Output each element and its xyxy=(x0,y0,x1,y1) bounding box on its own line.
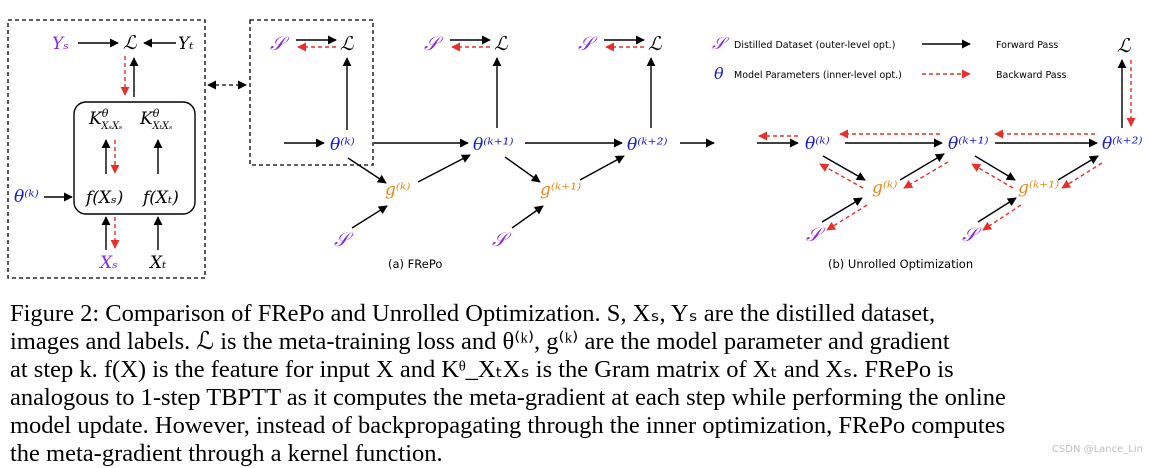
label-f-Xt: f(Xₜ) xyxy=(141,188,179,208)
label-L-a2: ℒ xyxy=(494,33,509,55)
label-S-b1: 𝒮 xyxy=(806,224,826,246)
arrow-g-k1-to-theta-k2 xyxy=(579,155,625,181)
legend-params-label: Model Parameters (inner-level opt.) xyxy=(734,70,902,81)
legend-forward-label: Forward Pass xyxy=(996,40,1058,51)
frepo-highlight-box xyxy=(249,19,374,166)
arrow-S-to-g-k-a xyxy=(351,205,388,229)
caption-line-4: analogous to 1-step TBPTT as it computes… xyxy=(10,384,1006,411)
forward-g-k1-to-theta-k2-b xyxy=(1057,155,1099,181)
label-Xs: Xₛ xyxy=(98,253,118,273)
label-g-k-b: g⁽ᵏ⁾ xyxy=(872,178,897,198)
arrow-S-to-g-k1-a xyxy=(511,205,544,229)
arrow-g-k-to-theta-k1 xyxy=(417,154,471,183)
arrow-theta-k-to-g-k xyxy=(347,157,387,184)
label-f-Xs: f(Xₛ) xyxy=(84,188,123,208)
label-g-k-a: g⁽ᵏ⁾ xyxy=(385,180,410,200)
legend-theta-symbol: θ xyxy=(714,64,724,83)
backward-g-k-to-S-b xyxy=(826,204,868,231)
label-g-k1-b: g⁽ᵏ⁺¹⁾ xyxy=(1018,178,1059,198)
kernel-panel-border xyxy=(7,19,206,279)
label-theta-k-b: θ⁽ᵏ⁾ xyxy=(805,134,830,154)
caption-line-6: the meta-gradient through a kernel funct… xyxy=(10,440,443,467)
backward-g-k1-to-theta-k1-b xyxy=(971,163,1014,189)
label-S-a-bottom2: 𝒮 xyxy=(492,229,512,251)
label-L-kernel: ℒ xyxy=(123,32,138,54)
backward-g-k-to-theta-k-b xyxy=(819,163,864,189)
label-Ys: Yₛ xyxy=(52,34,69,54)
label-theta-k1-b: θ⁽ᵏ⁺¹⁾ xyxy=(948,134,989,154)
label-S-a3: 𝒮 xyxy=(578,33,598,55)
caption-line-3: at step k. f(X) is the feature for input… xyxy=(10,356,954,383)
subcaption-a: (a) FRePo xyxy=(388,257,442,271)
label-Yt: Yₜ xyxy=(178,34,194,54)
caption-line-5: model update. However, instead of backpr… xyxy=(10,412,1006,439)
caption-line-2: images and labels. ℒ is the meta-trainin… xyxy=(10,328,950,355)
label-theta-k-a: θ⁽ᵏ⁾ xyxy=(330,135,355,155)
forward-theta-k1-to-g-k1-b xyxy=(974,155,1016,181)
label-S-a-bottom1: 𝒮 xyxy=(334,229,354,251)
forward-S-to-g-k-b xyxy=(821,197,863,223)
label-L-b: ℒ xyxy=(1117,35,1132,57)
label-theta-k2-a: θ⁽ᵏ⁺²⁾ xyxy=(627,135,668,155)
label-g-k1-a: g⁽ᵏ⁺¹⁾ xyxy=(540,180,581,200)
backward-theta-k1-to-g-k-b xyxy=(903,161,949,189)
forward-S-to-g-k1-b xyxy=(977,197,1017,223)
figure-caption: Figure 2: Comparison of FRePo and Unroll… xyxy=(10,300,1146,468)
legend-S-symbol: 𝒮 xyxy=(712,34,730,54)
arrow-theta-k1-to-g-k1 xyxy=(504,156,541,183)
subcaption-b: (b) Unrolled Optimization xyxy=(828,257,973,271)
label-theta-k-kernel: θ⁽ᵏ⁾ xyxy=(14,187,39,207)
forward-theta-k-to-g-k-b xyxy=(822,155,866,181)
legend-backward-label: Backward Pass xyxy=(996,70,1067,81)
label-S-b2: 𝒮 xyxy=(962,224,982,246)
label-L-a1: ℒ xyxy=(340,33,355,55)
kernel-inner-box xyxy=(73,101,196,215)
label-L-a3: ℒ xyxy=(648,33,663,55)
label-theta-k1-a: θ⁽ᵏ⁺¹⁾ xyxy=(473,135,514,155)
label-S-a2: 𝒮 xyxy=(424,33,444,55)
backward-g-k1-to-S-b xyxy=(982,204,1022,231)
label-theta-k2-b: θ⁽ᵏ⁺²⁾ xyxy=(1102,134,1143,154)
forward-g-k-to-theta-k1-b xyxy=(899,153,945,181)
label-Xt: Xₜ xyxy=(148,253,167,273)
backward-theta-k2-to-g-k1-b xyxy=(1061,162,1103,189)
legend-distilled-label: Distilled Dataset (outer-level opt.) xyxy=(734,40,895,51)
watermark: CSDN @Lance_Lin xyxy=(1051,444,1143,455)
caption-line-1: Figure 2: Comparison of FRePo and Unroll… xyxy=(10,300,936,327)
label-S-a1: 𝒮 xyxy=(270,33,290,55)
